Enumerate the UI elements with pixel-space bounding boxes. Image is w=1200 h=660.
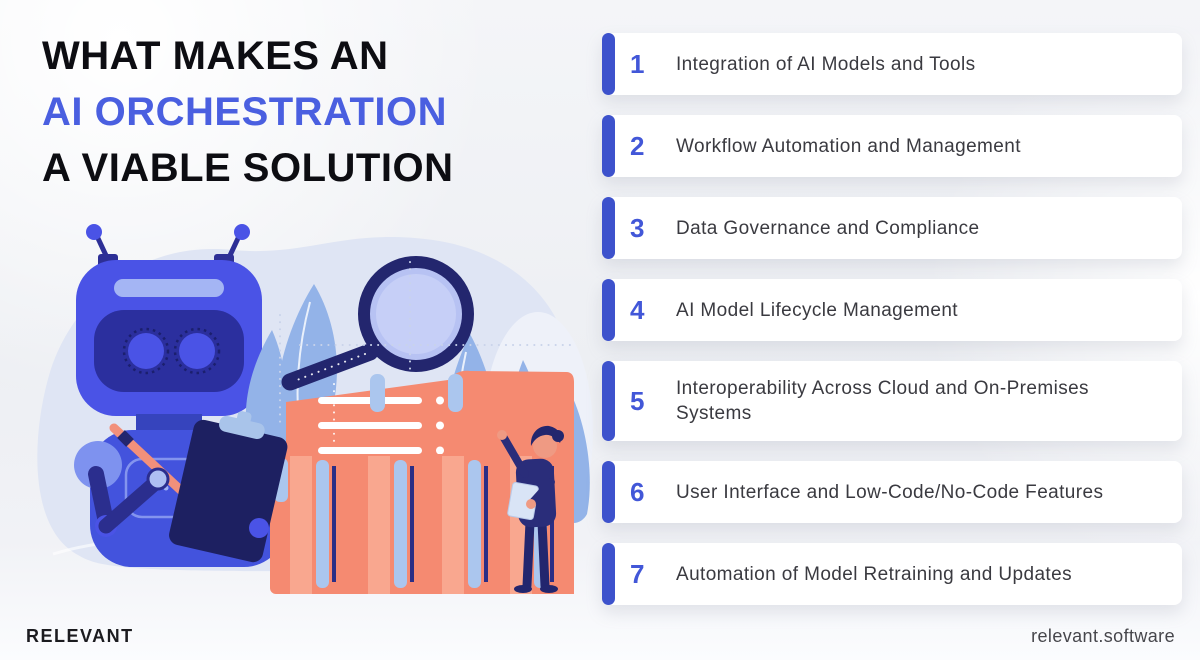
item-label: Data Governance and Compliance <box>676 217 980 239</box>
list-item: 3 Data Governance and Compliance <box>602 197 1182 259</box>
item-label: AI Model Lifecycle Management <box>676 299 958 321</box>
robot-eye-left <box>122 327 170 375</box>
card-accent-bar <box>602 361 615 441</box>
list-item: 6 User Interface and Low-Code/No-Code Fe… <box>602 461 1182 523</box>
list-item: 4 AI Model Lifecycle Management <box>602 279 1182 341</box>
list-item: 5 Interoperability Across Cloud and On-P… <box>602 361 1182 441</box>
illustration <box>18 222 593 607</box>
robot-arms <box>88 411 288 563</box>
item-label: Workflow Automation and Management <box>676 135 1021 157</box>
item-number: 4 <box>630 294 645 325</box>
card-accent-bar <box>602 115 615 177</box>
title-line-3: A VIABLE SOLUTION <box>42 146 454 190</box>
title-line-1: WHAT MAKES AN <box>42 34 389 78</box>
list-item: 1 Integration of AI Models and Tools <box>602 33 1182 95</box>
brand-logo: RELEVANT <box>26 626 134 646</box>
item-number: 3 <box>630 212 645 243</box>
item-number: 6 <box>630 476 645 507</box>
person-figure <box>497 425 564 593</box>
item-number: 7 <box>630 558 645 589</box>
feature-list: 1 Integration of AI Models and Tools 2 W… <box>602 33 1182 605</box>
title-line-2: AI ORCHESTRATION <box>42 90 448 134</box>
card-accent-bar <box>602 543 615 605</box>
item-label: Automation of Model Retraining and Updat… <box>676 563 1072 585</box>
dashed-guides <box>279 261 575 428</box>
folder-shadow-lines <box>332 466 554 582</box>
card-accent-bar <box>602 197 615 259</box>
list-item: 2 Workflow Automation and Management <box>602 115 1182 177</box>
folder-stack <box>270 370 574 594</box>
card-accent-bar <box>602 279 615 341</box>
item-label: User Interface and Low-Code/No-Code Feat… <box>676 481 1104 503</box>
page-title: WHAT MAKES AN AI ORCHESTRATION A VIABLE … <box>42 28 453 196</box>
website-text: relevant.software <box>1031 626 1175 646</box>
list-item: 7 Automation of Model Retraining and Upd… <box>602 543 1182 605</box>
magnifying-glass-icon <box>281 256 474 391</box>
item-number: 5 <box>630 385 645 416</box>
item-number: 2 <box>630 130 645 161</box>
item-label: Integration of AI Models and Tools <box>676 53 976 75</box>
item-number: 1 <box>630 48 645 79</box>
robot-eye-right <box>173 327 221 375</box>
card-accent-bar <box>602 33 615 95</box>
item-label: Interoperability Across Cloud and On-Pre… <box>676 378 1089 424</box>
card-accent-bar <box>602 461 615 523</box>
